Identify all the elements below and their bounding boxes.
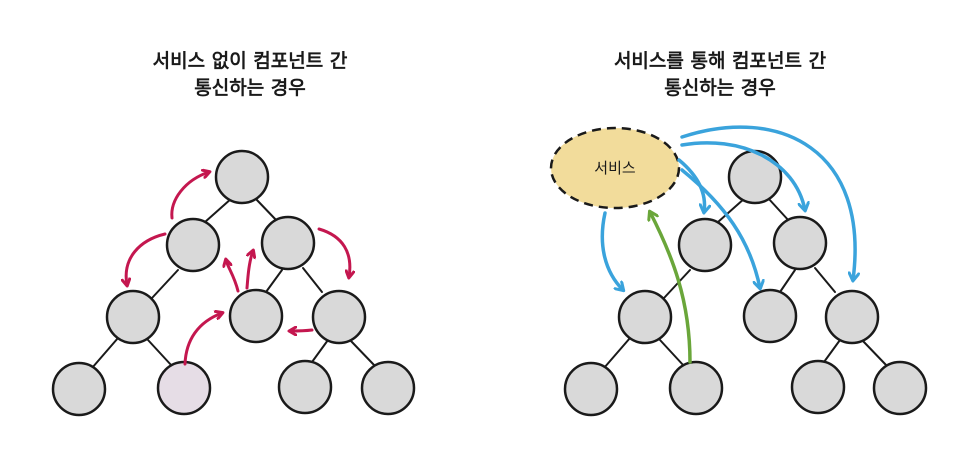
component-node [668,360,724,416]
direct-arrow [317,227,350,277]
component-node [277,359,333,415]
right-title-line2: 통신하는 경우 [664,77,776,99]
component-node [51,361,107,417]
service-label: 서비스 [594,159,636,177]
left-title-line1: 서비스 없이 컴포넌트 간 [152,50,348,72]
component-node [360,360,416,416]
component-node [772,215,828,271]
component-node [260,215,316,271]
service-out-arrow [680,168,760,288]
component-node [742,288,798,344]
component-node [677,217,733,273]
service-to-component-arrows [600,125,855,290]
component-node [872,360,928,416]
service-in-arrow [650,212,692,364]
component-node [824,289,880,345]
tree-edge [254,197,279,223]
left-tree-edges [91,197,376,369]
tree-edge [823,339,841,363]
tree-edge [204,197,233,223]
component-node [790,359,846,415]
service-node: 서비스 [549,126,681,210]
component-node-root [214,149,270,205]
right-title-line1: 서비스를 통해 컴포넌트 간 [613,50,827,72]
right-panel-title: 서비스를 통해 컴포넌트 간 통신하는 경우 [560,48,880,102]
tree-edge [151,269,179,299]
direct-arrow [170,172,209,220]
tree-edge [663,269,691,299]
tree-edge [603,337,631,369]
tree-edge [349,339,376,367]
direct-arrow [290,330,314,331]
left-title-line2: 통신하는 경우 [194,77,306,99]
right-tree-nodes [563,149,928,417]
component-node [165,217,221,273]
tree-edge [91,337,119,369]
component-node [228,288,284,344]
tree-edge [302,267,323,293]
component-node-highlighted [156,360,212,416]
tree-edge [717,197,746,223]
service-ellipse [549,126,681,210]
direct-arrow [245,251,253,290]
direct-arrow [126,232,167,285]
direct-arrow [226,260,240,293]
component-node [105,289,161,345]
tree-edge [861,339,888,367]
tree-edge [779,269,796,293]
left-tree-nodes [51,149,416,417]
right-tree: 서비스 [549,125,928,417]
component-to-service-arrow [650,212,692,364]
tree-edge [767,197,791,223]
service-out-arrow [680,125,855,280]
component-node [563,361,619,417]
right-tree-edges [603,197,888,369]
left-panel-title: 서비스 없이 컴포넌트 간 통신하는 경우 [90,48,410,102]
left-tree [51,149,416,417]
tree-edge [659,339,685,367]
tree-edge [147,339,173,367]
direct-arrow [183,313,222,366]
component-node [311,289,367,345]
component-node-root [727,149,783,205]
direct-communication-arrows [126,172,350,366]
tree-edge [265,269,283,293]
service-out-arrow [600,211,623,290]
component-node [617,289,673,345]
service-out-arrow [680,141,805,210]
tree-edge [814,267,836,293]
tree-edge [311,339,329,363]
